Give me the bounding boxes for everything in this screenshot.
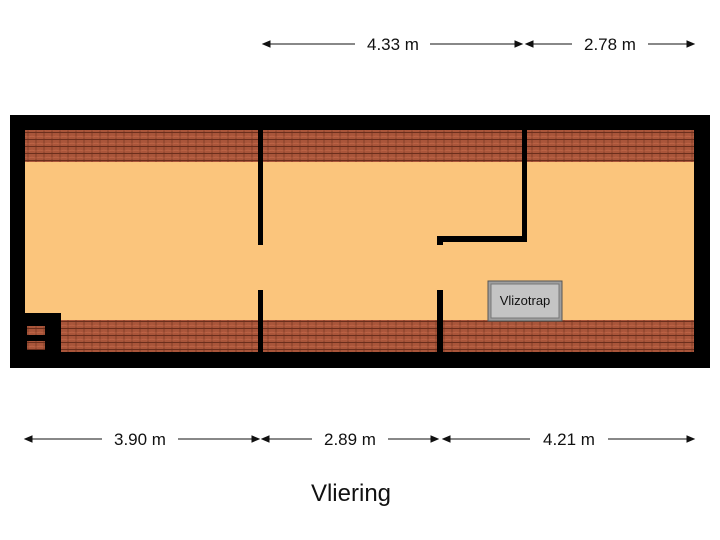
interior-walls (258, 130, 527, 353)
dimension-bottom-1: 3.90 m (114, 430, 166, 449)
floor-area (25, 162, 694, 320)
corner-tile-2 (27, 341, 45, 350)
floor-title: Vliering (311, 480, 391, 507)
dimension-top-1: 4.33 m (367, 35, 419, 54)
stair-label: Vlizotrap (500, 293, 551, 308)
attic-stair-inner (490, 283, 560, 319)
roof-tiles-top (25, 130, 694, 162)
corner-tile-1 (27, 326, 45, 335)
roof-tiles-bottom (25, 320, 694, 352)
dimension-bottom-3: 4.21 m (543, 430, 595, 449)
dimension-bottom-2: 2.89 m (324, 430, 376, 449)
bottom-dimension-lines (23, 435, 696, 443)
top-dimension-lines (261, 40, 696, 48)
dimension-top-2: 2.78 m (584, 35, 636, 54)
